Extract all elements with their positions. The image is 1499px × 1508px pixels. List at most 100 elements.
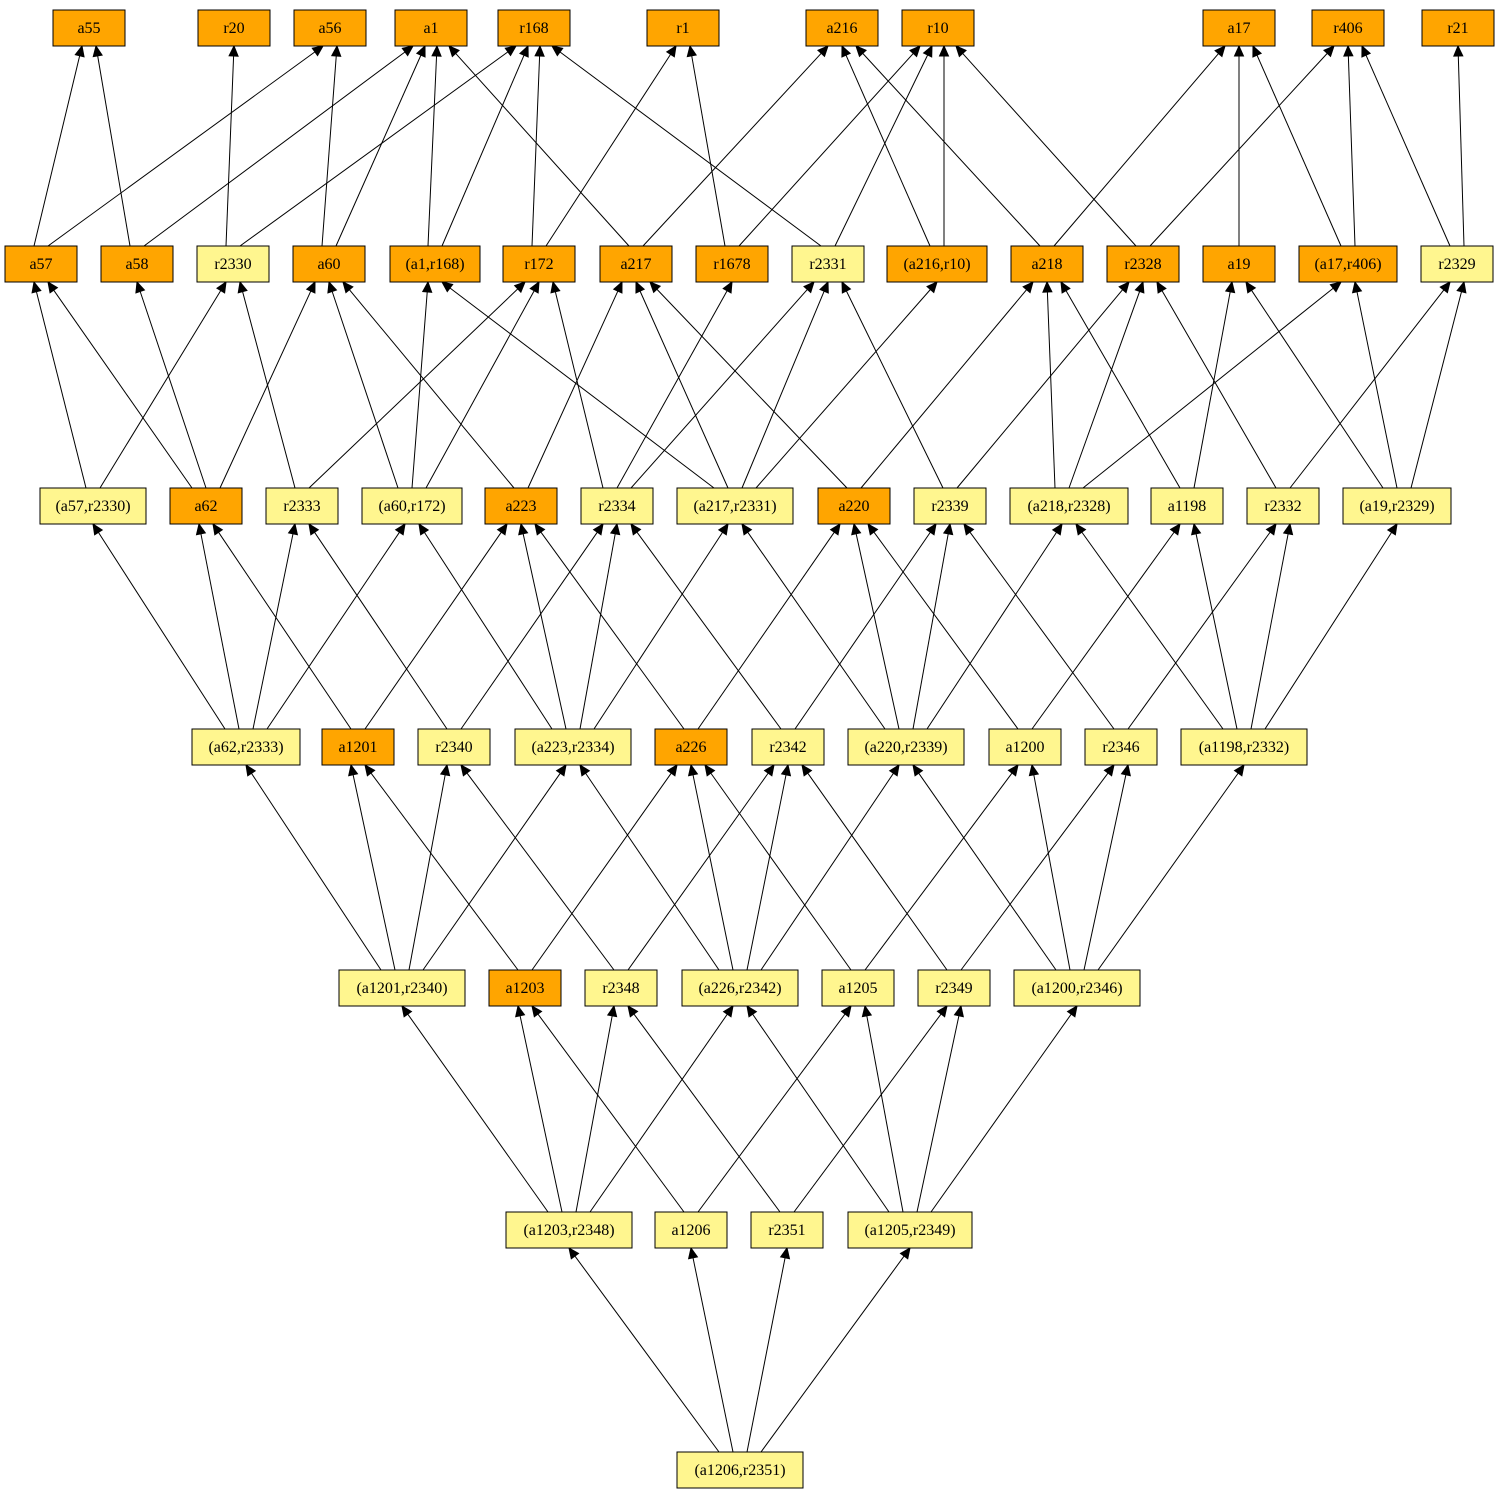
edge-line: [554, 291, 604, 489]
arrowhead-icon: [518, 522, 529, 536]
node-a58[interactable]: a58: [100, 245, 174, 283]
node-r1678[interactable]: r1678: [695, 245, 769, 283]
node-r2351[interactable]: r2351: [750, 1211, 824, 1249]
edge-a60-r172-to-a1-r168: [411, 280, 433, 489]
edge-r2329-to-r406: [1361, 44, 1451, 247]
node-a17[interactable]: a17: [1202, 9, 1276, 47]
node-r2348[interactable]: r2348: [584, 969, 658, 1007]
node-a1198[interactable]: a1198: [1150, 487, 1224, 525]
arrowhead-icon: [803, 281, 815, 294]
node-a1203[interactable]: a1203: [488, 969, 562, 1007]
node-a57-r2330[interactable]: (a57,r2330): [39, 487, 147, 525]
node-r2328[interactable]: r2328: [1106, 245, 1180, 283]
node-r2331[interactable]: r2331: [791, 245, 865, 283]
edge-r2348-to-r2340: [460, 764, 615, 971]
node-a60[interactable]: a60: [292, 245, 366, 283]
edge-a1205-r2349-to-r2349: [916, 1004, 964, 1213]
node-r172[interactable]: r172: [502, 245, 576, 283]
edge-line: [1256, 54, 1342, 247]
node-a17-r406[interactable]: (a17,r406): [1298, 245, 1398, 283]
node-a56[interactable]: a56: [293, 9, 367, 47]
edge-line: [1410, 291, 1462, 489]
node-r168[interactable]: r168: [497, 9, 571, 47]
node-r10[interactable]: r10: [901, 9, 975, 47]
node-a62-r2333[interactable]: (a62,r2333): [191, 728, 301, 766]
node-a60-r172[interactable]: (a60,r172): [361, 487, 463, 525]
edge-a217-r2331-to-r2331: [741, 280, 829, 489]
node-label: r2346: [1102, 739, 1139, 756]
edge-a57-to-a56: [47, 45, 324, 247]
node-a1200-r2346[interactable]: (a1200,r2346): [1013, 969, 1141, 1007]
node-a1205[interactable]: a1205: [821, 969, 895, 1007]
node-a1201-r2340[interactable]: (a1201,r2340): [338, 969, 466, 1007]
node-a226[interactable]: a226: [654, 728, 728, 766]
node-a216-r10[interactable]: (a216,r10): [886, 245, 988, 283]
edge-a1-r168-to-r168: [441, 44, 529, 247]
node-r2334[interactable]: r2334: [580, 487, 654, 525]
node-a226-r2342[interactable]: (a226,r2342): [681, 969, 799, 1007]
node-r2340[interactable]: r2340: [417, 728, 491, 766]
arrowhead-icon: [926, 281, 938, 294]
node-label: a1: [423, 20, 438, 37]
node-a217[interactable]: a217: [599, 245, 673, 283]
edge-a1198-to-a218: [1060, 280, 1181, 489]
node-r21[interactable]: r21: [1421, 9, 1495, 47]
node-r2346[interactable]: r2346: [1084, 728, 1158, 766]
node-r2329[interactable]: r2329: [1420, 245, 1494, 283]
edge-line: [627, 772, 769, 971]
node-label: a58: [125, 256, 148, 273]
node-r2349[interactable]: r2349: [917, 969, 991, 1007]
node-label: a216: [826, 20, 857, 37]
node-a220-r2339[interactable]: (a220,r2339): [847, 728, 965, 766]
node-r2339[interactable]: r2339: [913, 487, 987, 525]
arrowhead-icon: [763, 764, 775, 777]
node-a223[interactable]: a223: [484, 487, 558, 525]
node-a223-r2334[interactable]: (a223,r2334): [514, 728, 632, 766]
node-a218[interactable]: a218: [1010, 245, 1084, 283]
node-a220[interactable]: a220: [817, 487, 891, 525]
node-a62[interactable]: a62: [169, 487, 243, 525]
node-a1206[interactable]: a1206: [654, 1211, 728, 1249]
edge-a216-r10-to-a216: [841, 44, 931, 247]
node-a218-r2328[interactable]: (a218,r2328): [1009, 487, 1129, 525]
node-a1198-r2332[interactable]: (a1198,r2332): [1180, 728, 1308, 766]
node-label: (a19,r2329): [1359, 498, 1434, 515]
arrowhead-icon: [649, 281, 662, 294]
node-label: a1205: [838, 980, 877, 997]
node-a1203-r2348[interactable]: (a1203,r2348): [505, 1211, 633, 1249]
arrowhead-icon: [829, 522, 841, 536]
edge-line: [969, 531, 1115, 730]
node-a217-r2331[interactable]: (a217,r2331): [676, 487, 794, 525]
arrowhead-icon: [1245, 280, 1257, 294]
edge-line: [574, 1255, 720, 1453]
edge-a1203-to-a1201: [364, 764, 519, 971]
edge-line: [242, 291, 296, 489]
node-a1[interactable]: a1: [394, 9, 468, 47]
node-r406[interactable]: r406: [1311, 9, 1385, 47]
node-a1200[interactable]: a1200: [988, 728, 1062, 766]
node-r20[interactable]: r20: [197, 9, 271, 47]
edge-line: [956, 289, 1123, 489]
edge-line: [636, 531, 782, 730]
node-a19[interactable]: a19: [1202, 245, 1276, 283]
edge-line: [1065, 290, 1181, 489]
node-a1205-r2349[interactable]: (a1205,r2349): [847, 1211, 973, 1249]
node-a1-r168[interactable]: (a1,r168): [389, 245, 481, 283]
arrowhead-icon: [717, 522, 729, 536]
node-box: [1202, 245, 1276, 283]
node-a1201[interactable]: a1201: [321, 728, 395, 766]
node-a216[interactable]: a216: [805, 9, 879, 47]
edge-line: [656, 288, 848, 489]
node-r2333[interactable]: r2333: [265, 487, 339, 525]
node-r2330[interactable]: r2330: [196, 245, 270, 283]
arrowhead-icon: [746, 1004, 758, 1018]
edge-a1206-r2351-to-r2351: [746, 1246, 791, 1453]
node-r2342[interactable]: r2342: [751, 728, 825, 766]
node-r1[interactable]: r1: [646, 9, 720, 47]
node-a55[interactable]: a55: [52, 9, 126, 47]
node-r2332[interactable]: r2332: [1246, 487, 1320, 525]
node-a19-r2329[interactable]: (a19,r2329): [1342, 487, 1452, 525]
node-a57[interactable]: a57: [4, 245, 78, 283]
arrowhead-icon: [942, 522, 954, 536]
node-a1206-r2351[interactable]: (a1206,r2351): [676, 1451, 804, 1489]
